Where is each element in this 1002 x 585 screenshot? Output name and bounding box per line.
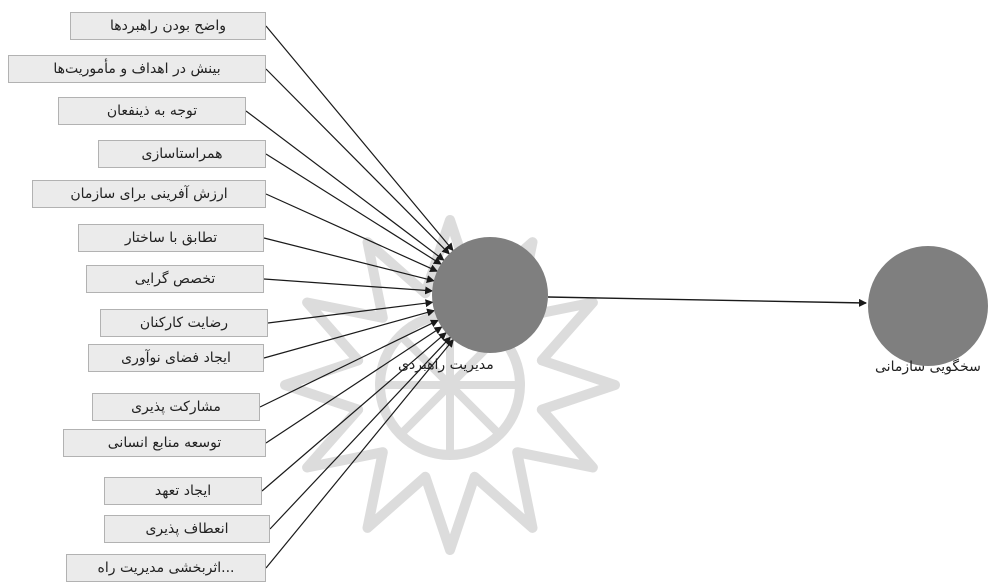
indicator-box[interactable]: بینش در اهداف و مأموریت‌ها bbox=[8, 55, 266, 83]
watermark-spoke bbox=[397, 382, 453, 438]
indicator-box[interactable]: توجه به ذینفعان bbox=[58, 97, 246, 125]
indicator-edge bbox=[265, 68, 450, 255]
indicator-edge bbox=[245, 110, 445, 261]
watermark-star bbox=[280, 215, 620, 555]
indicator-edge bbox=[267, 299, 434, 324]
path-edge bbox=[547, 296, 867, 307]
indicator-box[interactable]: همراستاسازی bbox=[98, 140, 266, 168]
indicator-box[interactable]: ایجاد فضای نوآوری bbox=[88, 344, 264, 372]
indicator-edge bbox=[265, 25, 454, 252]
indicator-edge bbox=[263, 308, 436, 359]
indicator-box[interactable]: تطابق با ساختار bbox=[78, 224, 264, 252]
indicator-box[interactable]: انعطاف پذیری bbox=[104, 515, 270, 543]
indicator-edge bbox=[263, 278, 434, 295]
indicator-edge bbox=[259, 319, 439, 408]
construct-label-organizational-accountability: سخگویی سازمانی bbox=[875, 359, 981, 375]
indicator-edge bbox=[265, 339, 454, 569]
edges bbox=[245, 25, 867, 569]
construct-nodes bbox=[432, 237, 988, 366]
indicator-edge bbox=[265, 326, 443, 444]
indicator-box[interactable]: واضح بودن راهبردها bbox=[70, 12, 266, 40]
construct-organizational-accountability bbox=[868, 246, 988, 366]
indicator-edge bbox=[265, 153, 442, 265]
indicator-box[interactable]: رضایت کارکنان bbox=[100, 309, 268, 337]
indicator-edge bbox=[265, 193, 439, 272]
indicator-edge bbox=[269, 336, 451, 530]
watermark-spoke bbox=[397, 332, 453, 388]
indicator-box[interactable]: ایجاد تعهد bbox=[104, 477, 262, 505]
indicator-box[interactable]: توسعه منابع انسانی bbox=[63, 429, 266, 457]
indicator-edge bbox=[263, 237, 435, 283]
construct-strategic-management bbox=[432, 237, 548, 353]
watermark-spoke bbox=[447, 382, 503, 438]
indicator-box[interactable]: تخصص گرایی bbox=[86, 265, 264, 293]
indicator-box[interactable]: مشارکت پذیری bbox=[92, 393, 260, 421]
indicator-box[interactable]: ارزش آفرینی برای سازمان bbox=[32, 180, 266, 208]
indicator-edge bbox=[261, 332, 447, 492]
construct-label-strategic-management: مدیریت راهبردی bbox=[398, 357, 494, 373]
indicator-box[interactable]: ...اثربخشی مدیریت راه bbox=[66, 554, 266, 582]
